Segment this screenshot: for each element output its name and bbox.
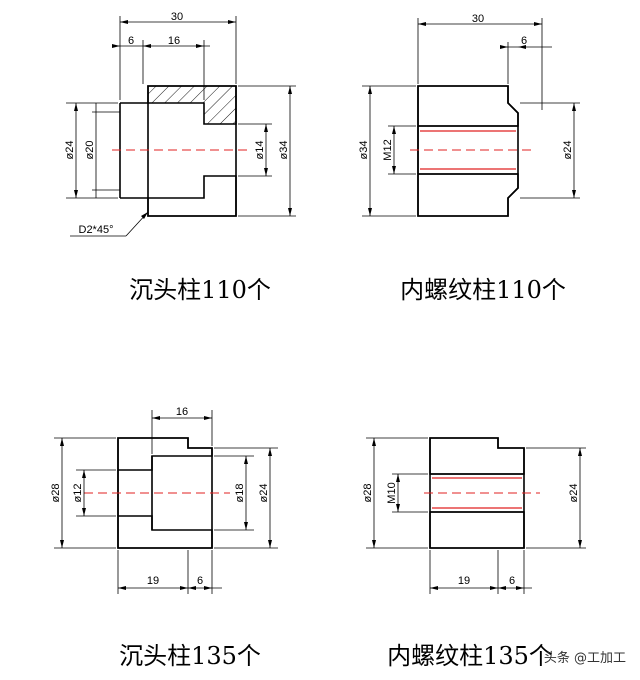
dim-outer-left: ø24 [64,141,76,160]
part-2-drawing: 30 6 ø34 M12 ø24 [358,13,580,217]
part-4-drawing: ø28 M10 ø24 19 6 [362,437,586,594]
dim-length: 30 [171,11,183,23]
part-2-caption: 内螺纹柱110个 [400,276,566,304]
dim-body-length: 19 [458,575,470,587]
dim-outer-left: ø34 [358,141,370,160]
dim-bore-length: 16 [168,35,180,47]
part-4-caption: 内螺纹柱135个 [387,642,553,670]
dim-outer-left: ø28 [50,484,62,503]
dim-body-length: 19 [147,575,159,587]
dim-counterbore-dia: ø18 [234,484,246,503]
dim-outer-left: ø28 [362,484,374,503]
dim-step: 6 [521,35,527,47]
dim-outer-right: ø34 [278,141,290,160]
dim-outer-right: ø24 [568,484,580,503]
dim-length: 30 [472,13,484,25]
dim-step: 6 [197,575,203,587]
part-3-drawing: 16 ø28 ø12 ø18 ø24 19 6 [50,406,278,594]
part-1-drawing: 30 6 16 ø24 ø20 ø14 ø34 D2*45° [64,11,296,237]
dim-thread: M10 [386,482,398,503]
part-3-caption: 沉头柱135个 [119,642,261,670]
dim-outer-right: ø24 [562,141,574,160]
dim-chamfer: D2*45° [79,224,114,236]
dim-bore-dia: ø14 [254,141,266,160]
dim-outer-right: ø24 [258,484,270,503]
part-1-caption: 沉头柱110个 [129,276,271,304]
dim-top-length: 16 [176,406,188,418]
dim-counterbore-depth: 6 [128,35,134,47]
dim-bore-dia: ø12 [72,484,84,503]
dim-counterbore-dia: ø20 [84,141,96,160]
dim-step: 6 [509,575,515,587]
dim-thread: M12 [382,139,394,160]
watermark: 头条 @工加工 [544,650,626,666]
